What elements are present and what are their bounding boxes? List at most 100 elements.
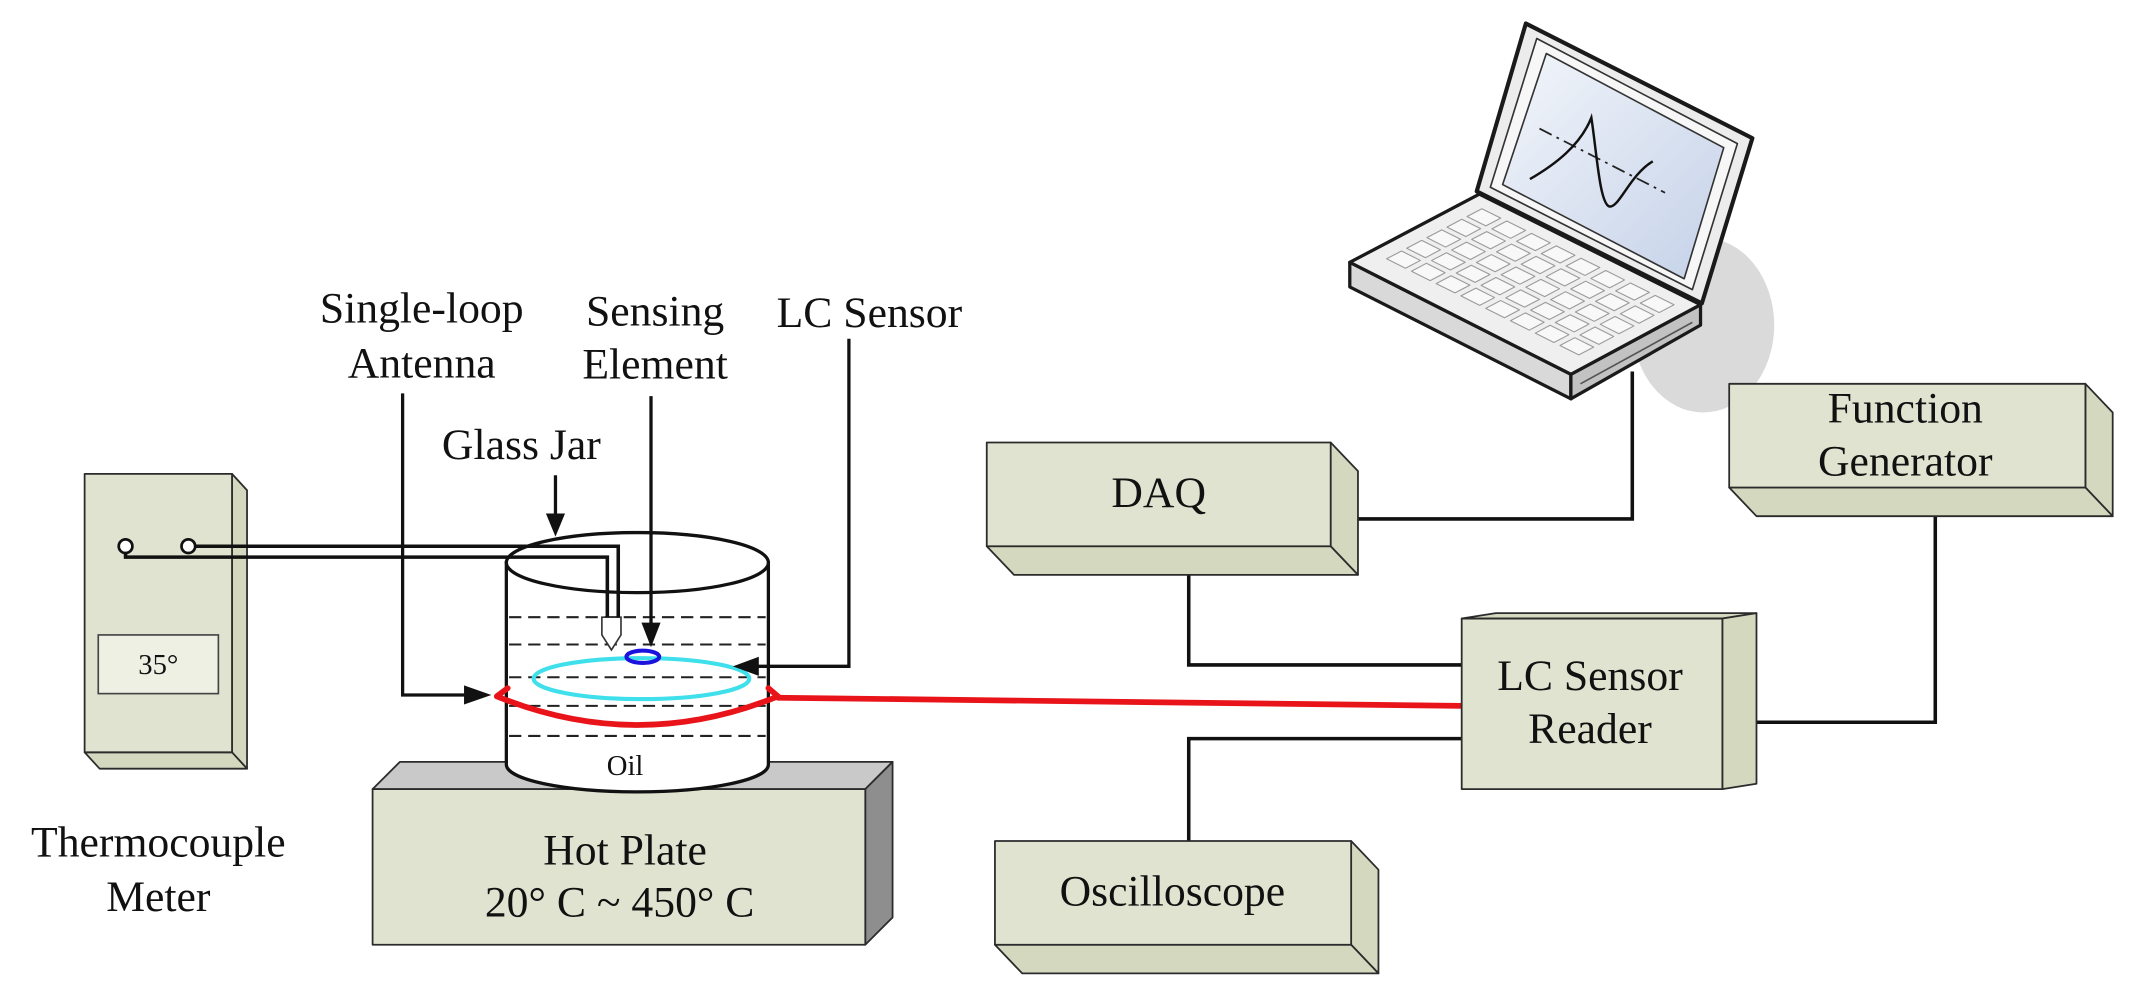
laptop-icon	[1348, 21, 1775, 413]
thermocouple-terminal	[117, 538, 134, 555]
daq-label: DAQ	[1111, 469, 1206, 517]
function-generator-bottom	[1728, 486, 2114, 518]
thermocouple-meter: 35°	[83, 472, 248, 770]
hot-plate-label: Hot Plate	[543, 827, 707, 875]
hot-plate-temperature-range: 20° C ~ 450° C	[485, 878, 755, 926]
keyboard-key	[1554, 314, 1590, 333]
keyboard-key	[1491, 220, 1527, 239]
keyboard-key	[1550, 291, 1585, 310]
thermocouple-lead-a	[195, 544, 621, 618]
hot-plate-side	[864, 760, 894, 946]
keyboard-key	[1599, 315, 1635, 335]
glass-jar-arrow	[545, 475, 566, 537]
thermocouple-terminal	[180, 538, 197, 555]
thermocouple-meter-label-line1: Thermocouple	[31, 818, 286, 866]
keyboard-key	[1516, 232, 1551, 252]
arrow-head	[641, 622, 661, 648]
keyboard-key	[1639, 294, 1675, 314]
wire-daq-to-reader	[1186, 574, 1462, 667]
lc-sensor-label: LC Sensor	[777, 289, 963, 337]
keyboard-key	[1430, 252, 1466, 271]
keyboard-key	[1480, 276, 1516, 296]
thermocouple-meter-side	[231, 472, 248, 770]
wire-laptop-to-daq	[1332, 371, 1635, 521]
keyboard-key	[1559, 337, 1595, 356]
glass-jar-body	[504, 560, 771, 794]
keyboard-key	[1455, 264, 1491, 283]
glass-jar-label: Glass Jar	[442, 421, 601, 469]
glass-jar: Oil	[493, 530, 781, 794]
keyboard-key	[1495, 243, 1531, 262]
keyboard-key	[1485, 300, 1520, 319]
keyboard-key	[1475, 254, 1511, 273]
daq-box-bottom	[985, 545, 1359, 576]
single-loop-antenna-label-line2: Antenna	[348, 339, 496, 387]
wire-oscilloscope-to-reader	[1186, 736, 1462, 842]
keyboard-key	[1579, 326, 1615, 345]
function-generator-label-line2: Generator	[1818, 438, 1993, 486]
function-generator-box: Function Generator	[1728, 382, 2114, 518]
screen-signal-curve	[1529, 113, 1654, 208]
lc-sensor-reader-label-line1: LC Sensor	[1497, 652, 1683, 700]
keyboard-key	[1590, 269, 1626, 289]
keyboard-key	[1410, 262, 1446, 282]
keyboard-key	[1545, 268, 1581, 287]
laptop-side-slot	[1580, 321, 1693, 385]
laptop-keyboard	[1386, 208, 1675, 356]
keyboard-key	[1435, 275, 1471, 294]
thermocouple-reading: 35°	[138, 649, 178, 681]
keyboard-key	[1446, 218, 1482, 238]
lc-sensor-coil	[531, 656, 752, 702]
daq-box: DAQ	[985, 441, 1359, 576]
keyboard-key	[1471, 231, 1506, 250]
lc-sensor-arrow	[732, 338, 851, 676]
sensing-element-label-line2: Element	[582, 341, 727, 389]
oscilloscope-front	[994, 840, 1353, 946]
arrow-head	[464, 685, 492, 705]
thermocouple-meter-bottom	[83, 751, 248, 770]
keyboard-key	[1615, 282, 1650, 301]
thermocouple-display	[97, 634, 220, 695]
oscilloscope-box: Oscilloscope	[994, 840, 1380, 975]
keyboard-key	[1530, 301, 1565, 321]
lc-sensor-reader-label-line2: Reader	[1528, 705, 1652, 753]
keyboard-key	[1451, 241, 1486, 261]
thermocouple-meter-front	[83, 472, 233, 754]
arrow-head	[545, 513, 566, 537]
oscilloscope-bottom	[994, 943, 1380, 975]
oscilloscope-label: Oscilloscope	[1060, 868, 1286, 916]
single-loop-antenna-label-line1: Single-loop	[320, 285, 524, 333]
wire-function-generator-to-reader	[1756, 501, 1938, 725]
signal-wires	[1186, 371, 1938, 842]
lc-sensor-reader-side	[1721, 612, 1758, 791]
sensing-element	[624, 648, 662, 665]
keyboard-key	[1466, 208, 1502, 227]
keyboard-key	[1505, 289, 1541, 308]
keyboard-key	[1406, 239, 1441, 259]
screen-axis-line	[1539, 127, 1666, 194]
keyboard-key	[1595, 293, 1630, 312]
oil-label: Oil	[607, 750, 644, 782]
sensing-element-arrow	[641, 396, 661, 648]
single-loop-antenna-arrow	[400, 393, 492, 705]
function-generator-front	[1728, 382, 2087, 489]
keyboard-key	[1619, 305, 1655, 324]
single-loop-antenna	[493, 685, 781, 728]
function-generator-label-line1: Function	[1828, 384, 1983, 432]
keyboard-key	[1460, 287, 1496, 306]
thermocouple-lead-b	[123, 553, 610, 618]
keyboard-key	[1540, 245, 1576, 264]
keyboard-key	[1386, 250, 1421, 269]
keyboard-key	[1509, 312, 1545, 331]
keyboard-key	[1565, 257, 1601, 276]
thermocouple-leads	[117, 538, 621, 618]
daq-box-front	[985, 441, 1332, 548]
glass-jar-rim	[504, 530, 771, 595]
antenna-cable	[775, 694, 1465, 709]
arrow-shaft	[756, 338, 851, 668]
keyboard-key	[1500, 266, 1536, 285]
arrow-shaft	[400, 393, 467, 697]
sensing-element-label-line1: Sensing	[586, 287, 724, 335]
keyboard-key	[1426, 229, 1462, 248]
